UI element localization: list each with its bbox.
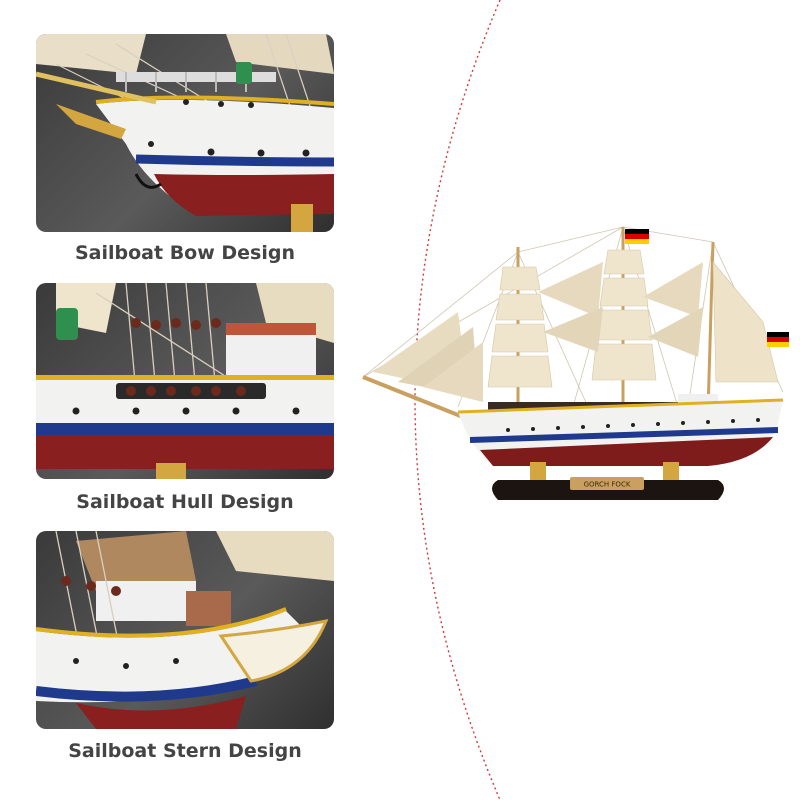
ship-model-image: GORCH FOCK: [362, 226, 789, 500]
hull-detail-image: [36, 283, 334, 479]
hull-caption: Sailboat Hull Design: [76, 491, 294, 513]
germany-flag-icon: [767, 332, 789, 347]
germany-flag-icon: [622, 227, 649, 247]
nameplate-text: GORCH FOCK: [584, 481, 631, 489]
stern-caption: Sailboat Stern Design: [68, 740, 302, 762]
bow-caption: Sailboat Bow Design: [74, 242, 295, 264]
bow-detail-image: [36, 34, 334, 232]
stern-detail-image: [36, 531, 334, 729]
